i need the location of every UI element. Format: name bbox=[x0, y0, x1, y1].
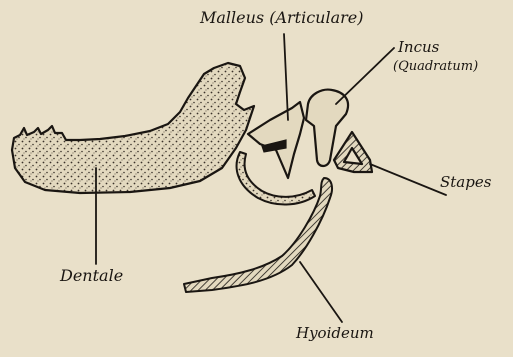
stapes-leader bbox=[370, 164, 446, 195]
malleus-leader bbox=[284, 34, 288, 120]
incus-leader bbox=[336, 48, 394, 104]
label-incus-quadratum: (Quadratum) bbox=[393, 60, 478, 73]
malleus-bone bbox=[248, 102, 304, 178]
label-stapes: Stapes bbox=[440, 175, 491, 190]
label-incus: Incus bbox=[398, 40, 439, 55]
label-malleus: Malleus (Articulare) bbox=[200, 10, 364, 26]
hyoideum-leader bbox=[300, 262, 342, 322]
label-hyoideum: Hyoideum bbox=[296, 326, 374, 341]
dentale-bone bbox=[12, 63, 254, 193]
meckel-cartilage bbox=[237, 152, 315, 205]
label-dentale: Dentale bbox=[60, 268, 123, 284]
stapes-bone bbox=[334, 132, 372, 172]
